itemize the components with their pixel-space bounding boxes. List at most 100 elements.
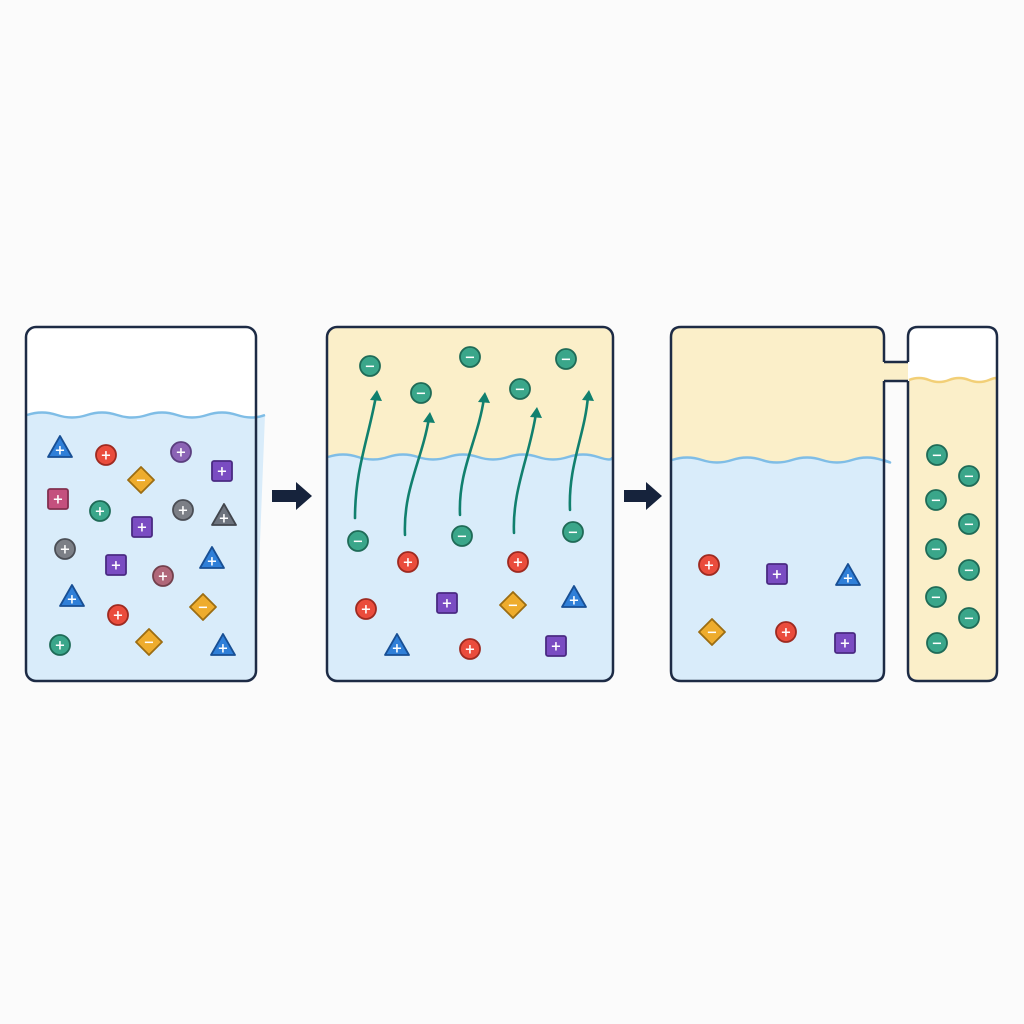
migration-arrow [568,394,590,512]
charge-sign: + [67,593,78,608]
charge-sign: − [964,612,975,627]
particle-group: +++−++++++++++++−+−+ [47,435,237,657]
charge-sign: − [964,518,975,533]
charge-sign: + [55,444,66,459]
charge-sign: + [781,626,792,641]
migration-arrow [512,411,538,535]
charge-sign: + [569,594,580,609]
teal-anion-icon: − [958,559,980,581]
purple-cation-icon: + [436,592,458,614]
particle-group: −−−−−−+−+−++−++++ [347,346,587,660]
migration-arrow [403,416,431,537]
arrowhead-icon [423,412,435,423]
blue-cation-icon: + [561,585,587,609]
charge-sign: + [158,570,169,585]
teal-anion-icon: − [958,465,980,487]
red-cation-icon: + [459,638,481,660]
migration-paths [353,394,590,537]
charge-sign: − [561,353,572,368]
interface-line [671,456,892,464]
migration-arrow [458,396,486,517]
purple-cation-icon: + [211,460,233,482]
charge-sign: − [932,637,943,652]
charge-sign: − [136,474,147,489]
charge-sign: + [843,572,854,587]
particle-group: −−−−−−−−− [925,444,980,654]
teal-cation-icon: + [49,634,71,656]
separation-apparatus: +++−++ −−−−−−−−− [669,325,999,683]
orange-anion-icon: − [127,466,155,494]
orange-anion-icon: − [698,618,726,646]
charge-sign: + [403,556,414,571]
charge-sign: + [176,446,187,461]
teal-anion-icon: − [459,346,481,368]
orange-anion-icon: − [189,593,217,621]
charge-sign: − [931,543,942,558]
arrow-right-icon [624,482,662,510]
gray-cation-icon: + [54,538,76,560]
charge-sign: + [704,559,715,574]
teal-anion-icon: − [410,382,432,404]
teal-anion-icon: − [958,513,980,535]
charge-sign: − [508,599,519,614]
collection-vessel-outline [906,325,999,683]
purple-cation-icon: + [131,516,153,538]
arrow-right-icon [272,482,312,510]
blue-cation-icon: + [835,563,861,587]
charge-sign: − [931,494,942,509]
teal-anion-icon: − [958,607,980,629]
migration-arrowheads [370,390,594,423]
arrowhead-icon [530,407,542,418]
charge-sign: − [457,530,468,545]
blue-cation-icon: + [199,546,225,570]
connector-tube [884,360,908,383]
blue-cation-icon: + [59,584,85,608]
charge-sign: + [55,639,66,654]
charge-sign: − [932,449,943,464]
charge-sign: + [113,609,124,624]
migration-arrow [353,394,378,520]
charge-sign: + [219,512,230,527]
organic-phase [909,378,997,680]
charge-sign: − [144,636,155,651]
water-surface-line [26,411,266,419]
charge-sign: + [217,465,228,480]
blue-cation-icon: + [384,633,410,657]
teal-anion-icon: − [347,530,369,552]
red-cation-icon: + [355,598,377,620]
charge-sign: − [465,351,476,366]
teal-cation-icon: + [89,500,111,522]
charge-sign: + [178,504,189,519]
charge-sign: − [707,626,718,641]
charge-sign: − [353,535,364,550]
charge-sign: + [95,505,106,520]
red-cation-icon: + [775,621,797,643]
gray-cation-icon: + [172,499,194,521]
teal-anion-icon: − [451,525,473,547]
teal-anion-icon: − [359,355,381,377]
charge-sign: + [840,637,851,652]
orange-anion-icon: − [135,628,163,656]
charge-sign: − [964,564,975,579]
beaker-mixed-solution: +++−++++++++++++−+−+ [24,325,266,683]
beaker-outline [325,325,615,683]
beaker-extraction: −−−−−−+−+−++−++++ [325,325,615,683]
red-cation-icon: + [107,604,129,626]
purple-cation-icon: + [834,632,856,654]
charge-sign: − [568,526,579,541]
red-cation-icon: + [397,551,419,573]
arrowhead-icon [370,390,382,401]
teal-anion-icon: − [562,521,584,543]
red-cation-icon: + [698,554,720,576]
red-cation-icon: + [95,444,117,466]
magenta-cation-icon: + [47,488,69,510]
red-cation-icon: + [507,551,529,573]
arrowhead-icon [478,392,490,403]
charge-sign: + [361,603,372,618]
particle-group: +++−++ [698,554,861,654]
charge-sign: − [515,383,526,398]
charge-sign: + [101,449,112,464]
charge-sign: + [60,543,71,558]
charge-sign: − [931,591,942,606]
